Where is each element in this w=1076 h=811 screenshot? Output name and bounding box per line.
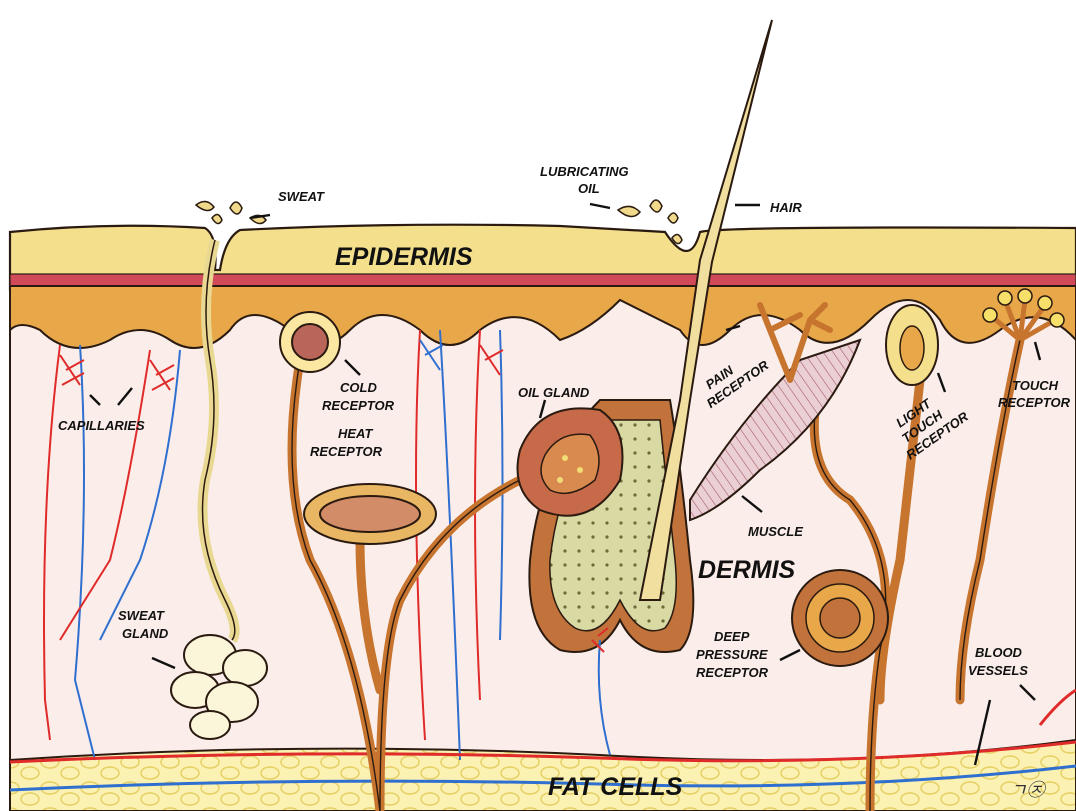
epidermis-label: EPIDERMIS bbox=[335, 243, 473, 271]
deep-pressure-label-line3: RECEPTOR bbox=[696, 665, 769, 680]
cold-receptor-label-line2: RECEPTOR bbox=[322, 398, 395, 413]
cold-receptor bbox=[280, 312, 340, 372]
deep-pressure-label-line1: DEEP bbox=[714, 629, 750, 644]
sweat-gland-label-line1: SWEAT bbox=[118, 608, 165, 623]
hair-label: HAIR bbox=[770, 200, 802, 215]
epidermis-red-band bbox=[10, 274, 1076, 286]
capillaries-label: CAPILLARIES bbox=[58, 418, 145, 433]
blood-vessels-label-line2: VESSELS bbox=[968, 663, 1028, 678]
fat-cells-label: FAT CELLS bbox=[548, 773, 683, 801]
dermis-label: DERMIS bbox=[698, 556, 796, 584]
heat-receptor bbox=[304, 484, 436, 544]
deep-pressure-label-line2: PRESSURE bbox=[696, 647, 768, 662]
sweat-droplets bbox=[196, 201, 266, 223]
deep-pressure-receptor bbox=[792, 570, 888, 666]
light-touch-receptor bbox=[886, 305, 938, 385]
muscle-label: MUSCLE bbox=[748, 524, 803, 539]
cold-receptor-label-line1: COLD bbox=[340, 380, 377, 395]
lubricating-label-line1: LUBRICATING bbox=[540, 164, 629, 179]
heat-receptor-label-line1: HEAT bbox=[338, 426, 373, 441]
lubricating-label-line2: OIL bbox=[578, 181, 600, 196]
touch-receptor-label-line2: RECEPTOR bbox=[998, 395, 1071, 410]
heat-receptor-label-line2: RECEPTOR bbox=[310, 444, 383, 459]
sweat-gland-label-line2: GLAND bbox=[122, 626, 169, 641]
sweat-label: SWEAT bbox=[278, 189, 325, 204]
oil-gland-label: OIL GLAND bbox=[518, 385, 590, 400]
blood-vessels-label-line1: BLOOD bbox=[975, 645, 1023, 660]
artist-signature: ㄱ㉨ bbox=[1010, 780, 1048, 801]
touch-receptor-label-line1: TOUCH bbox=[1012, 378, 1059, 393]
